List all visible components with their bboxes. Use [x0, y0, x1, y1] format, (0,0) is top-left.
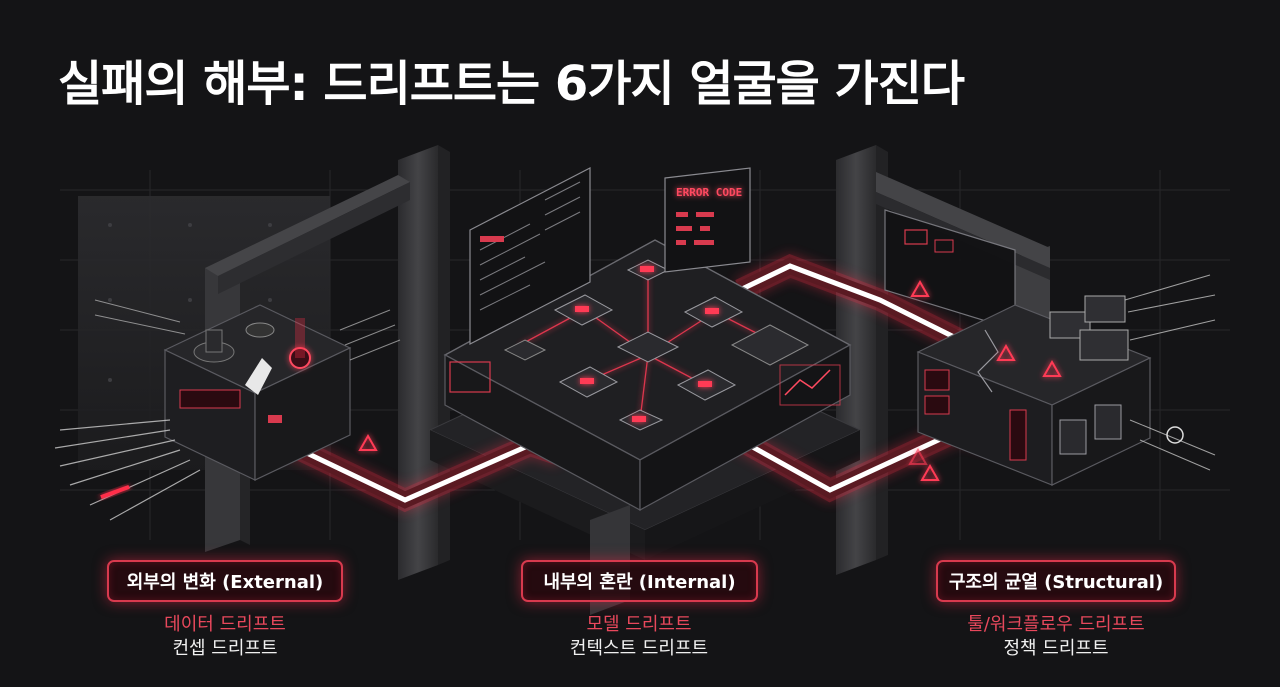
right-monitor: [884, 209, 1016, 331]
data-drift-label: 데이터 드리프트: [164, 614, 286, 635]
tool-workflow-drift-label: 툴/워크플로우 드리프트: [967, 614, 1145, 635]
structural-box: [916, 274, 1216, 486]
category-external: 외부의 변화 (External): [107, 560, 343, 602]
internal-board: [443, 239, 852, 512]
category-structural: 구조의 균열 (Structural): [936, 560, 1176, 602]
error-monitor: ERROR CODE: [651, 167, 751, 273]
external-box: [54, 299, 401, 521]
model-drift-label: 모델 드리프트: [586, 614, 692, 635]
policy-drift-label: 정책 드리프트: [1003, 638, 1109, 659]
concept-drift-label: 컨셉 드리프트: [172, 638, 278, 659]
context-drift-label: 컨텍스트 드리프트: [569, 638, 709, 659]
left-monitor: [469, 167, 591, 345]
warning-icons: [358, 279, 1062, 481]
error-code-label: ERROR CODE: [676, 186, 742, 199]
page-title: 실패의 해부: 드리프트는 6가지 얼굴을 가진다: [58, 56, 965, 112]
category-internal: 내부의 혼란 (Internal): [521, 560, 758, 602]
